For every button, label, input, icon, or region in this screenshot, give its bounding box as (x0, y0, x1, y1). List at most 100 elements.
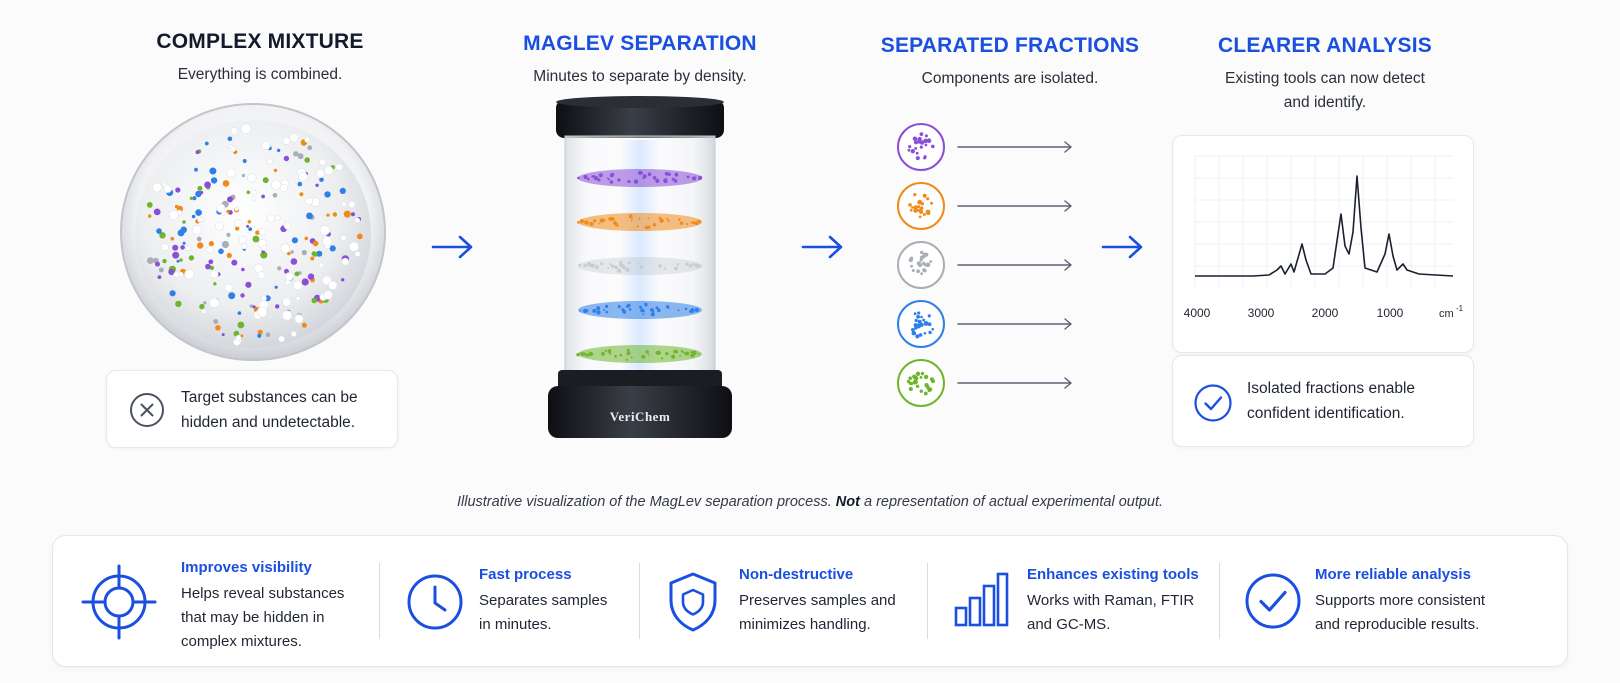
density-band-gray (578, 257, 702, 275)
analysis-note-text: Isolated fractions enable confident iden… (1247, 376, 1415, 426)
mixture-crystal (258, 228, 267, 236)
mixture-crystal (230, 145, 237, 152)
feature-title: Enhances existing tools (1027, 566, 1199, 583)
mixture-particle (153, 208, 161, 216)
mixture-particle (172, 244, 179, 251)
stage-title: CLEARER ANALYSIS (1217, 34, 1432, 57)
flow-arrow-icon (801, 235, 843, 259)
mixture-crystal (328, 280, 338, 290)
mixture-crystal (152, 182, 163, 193)
mixture-crystal (323, 290, 333, 300)
feature-line: and reproducible results. (1315, 616, 1480, 633)
caption-text: Illustrative visualization of the MagLev… (456, 494, 836, 510)
mixture-particle (343, 210, 351, 218)
mixture-note-line: hidden and undetectable. (181, 414, 356, 431)
mixture-particle (276, 148, 281, 153)
mixture-particle (226, 232, 231, 237)
petri-dish-illustration (120, 103, 386, 361)
mixture-crystal (161, 243, 169, 251)
mixture-particle (301, 278, 309, 286)
mixture-particle (180, 226, 187, 234)
feature-line: Separates samples (479, 592, 608, 609)
mixture-crystal (235, 334, 242, 341)
feature-line: Supports more consistent (1315, 592, 1486, 609)
mixture-particle (311, 297, 317, 304)
mixture-particle (168, 268, 175, 276)
mixture-particle (203, 301, 207, 305)
mixture-note-text: Target substances can be hidden and unde… (181, 385, 358, 435)
feature-line: in minutes. (479, 616, 552, 633)
mixture-particle (175, 300, 182, 308)
mixture-particle (324, 191, 331, 198)
mixture-particle (226, 252, 232, 259)
mixture-particle (182, 241, 186, 245)
feature-title: Non-destructive (739, 566, 854, 583)
mixture-particle (240, 293, 245, 298)
mixture-particle (339, 187, 346, 194)
feature-description: Helps reveal substances that may be hidd… (181, 582, 344, 654)
mixture-crystal (289, 132, 299, 143)
fraction-arrow-icon (957, 141, 1072, 153)
stage-subtitle: Minutes to separate by density. (533, 68, 747, 85)
fraction-arrow-icon (957, 200, 1072, 212)
feature-improves-visibility: Improves visibility Helps reveal substan… (81, 536, 381, 668)
features-bar: Improves visibility Helps reveal substan… (52, 535, 1568, 667)
mixture-crystal (163, 184, 172, 194)
feature-line: Helps reveal substances (181, 585, 345, 602)
mixture-crystal (162, 181, 167, 187)
mixture-particle (199, 190, 204, 195)
mixture-crystal (185, 245, 191, 251)
mixture-particle (204, 181, 211, 189)
check-circle-icon (1194, 384, 1232, 422)
mixture-particle (299, 192, 304, 197)
feature-title: Improves visibility (181, 559, 312, 576)
mixture-particle (146, 202, 153, 208)
x-circle-icon (130, 393, 164, 427)
feature-line: Works with Raman, FTIR (1027, 592, 1195, 609)
mixture-particle (293, 151, 299, 157)
mixture-particle (311, 251, 317, 256)
stage-subtitle-line: Existing tools can now detect (1225, 70, 1425, 87)
mixture-particle (158, 267, 164, 273)
stage-title: MAGLEV SEPARATION (523, 32, 757, 55)
feature-description: Separates samples in minutes. (479, 589, 607, 637)
mixture-particle (205, 263, 211, 270)
stage-subtitle: Everything is combined. (177, 66, 343, 83)
mixture-crystal (324, 165, 334, 176)
mixture-particle (189, 196, 194, 200)
mixture-particle (155, 261, 160, 267)
mixture-crystal (238, 235, 247, 244)
mixture-particle (237, 311, 242, 315)
spectrum-tick-label: 4000 (1184, 306, 1211, 320)
maglev-device-illustration: VeriChem (548, 96, 732, 438)
mixture-particle (306, 212, 313, 220)
mixture-particle (221, 333, 225, 337)
mixture-crystal (224, 283, 233, 293)
disclaimer-caption: Illustrative visualization of the MagLev… (0, 494, 1620, 510)
mixture-crystal (266, 214, 276, 223)
feature-line: and GC-MS. (1027, 616, 1111, 633)
mixture-crystal (278, 335, 285, 343)
check-circle-icon (1245, 573, 1301, 629)
analysis-note-line: Isolated fractions enable (1247, 380, 1416, 397)
mixture-crystal (290, 331, 297, 338)
mixture-particle (209, 167, 217, 175)
mixture-crystal (284, 279, 291, 286)
mixture-particle (209, 265, 214, 270)
mixture-crystal (354, 251, 361, 258)
mixture-crystal (250, 189, 257, 196)
mixture-particle (176, 259, 180, 263)
spectrum-unit: cm (1439, 308, 1454, 320)
fraction-sample-icon (897, 359, 945, 407)
mixture-particle (272, 193, 278, 198)
mixture-particle (208, 259, 214, 265)
mixture-crystal (280, 243, 291, 254)
mixture-crystal (240, 123, 252, 134)
mixture-particle (208, 241, 214, 247)
mixture-particle (273, 168, 278, 173)
mixture-crystal (197, 216, 203, 223)
stage-subtitle: Existing tools can now detect and identi… (1180, 66, 1470, 115)
mixture-particle (277, 266, 282, 271)
mixture-particle (261, 194, 265, 199)
mixture-crystal (282, 136, 291, 145)
